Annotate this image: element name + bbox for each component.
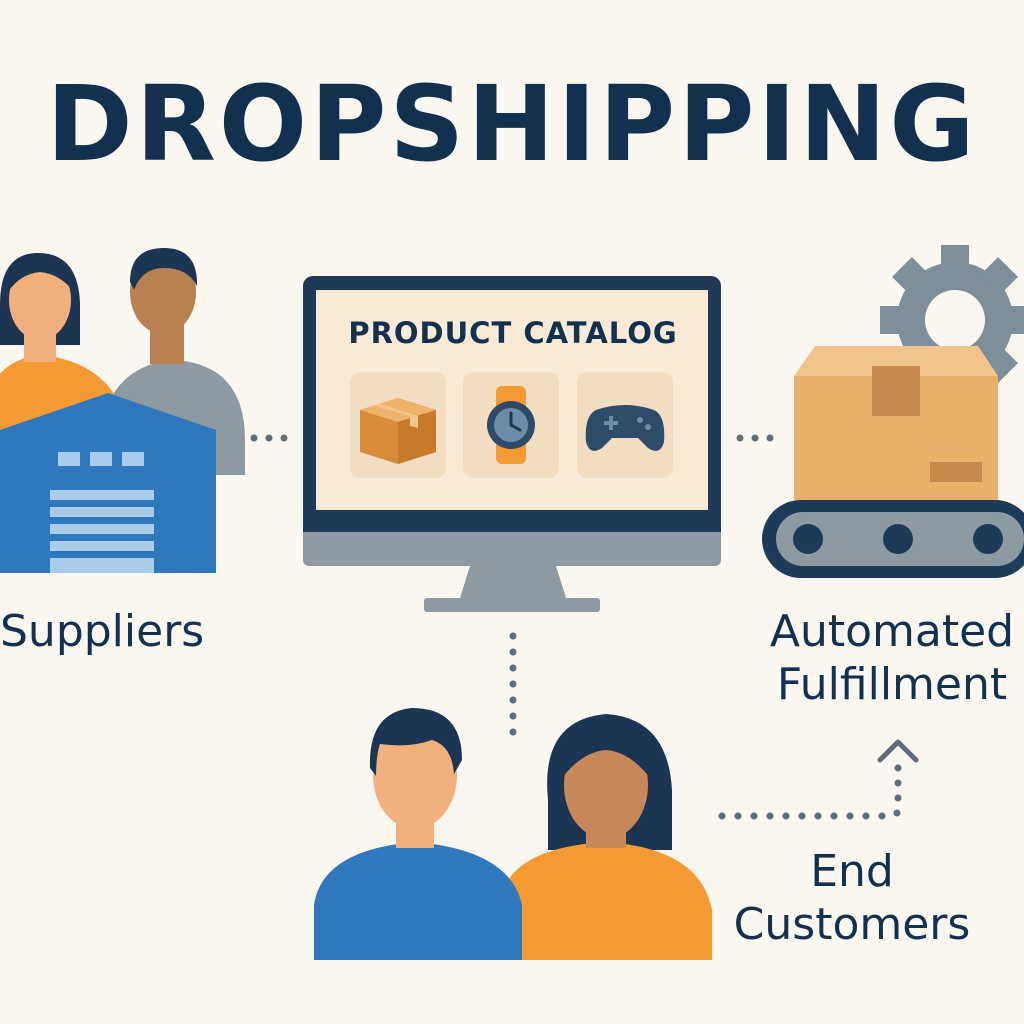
fulfillment-label: Automated Fulfillment	[760, 606, 1024, 712]
product-gamepad-tile	[577, 372, 673, 478]
connector-customers-fulfillment	[718, 764, 902, 820]
customers-label: End Customers	[720, 846, 984, 952]
connector-suppliers-monitor	[250, 434, 288, 442]
conveyor-belt-icon	[762, 500, 1024, 578]
customers-illustration	[314, 708, 712, 960]
product-watch-tile	[463, 372, 559, 478]
warehouse-icon	[0, 393, 216, 573]
product-box-tile	[350, 372, 446, 478]
fulfillment-label-line2: Fulfillment	[776, 658, 1008, 710]
catalog-title: PRODUCT CATALOG	[348, 316, 678, 350]
fulfillment-label-line1: Automated	[769, 606, 1015, 657]
suppliers-illustration	[0, 248, 245, 573]
connector-monitor-customers	[509, 632, 517, 736]
customers-label-line2: Customers	[733, 898, 971, 950]
page-title: DROPSHIPPING	[46, 63, 978, 185]
connector-monitor-fulfillment	[736, 434, 774, 442]
arrow-up-icon	[877, 739, 919, 763]
customer-man-icon	[314, 708, 522, 960]
customers-label-line1: End	[810, 846, 894, 897]
customer-woman-icon	[500, 714, 712, 960]
suppliers-label: Suppliers	[0, 606, 205, 657]
package-box-icon	[794, 346, 998, 500]
